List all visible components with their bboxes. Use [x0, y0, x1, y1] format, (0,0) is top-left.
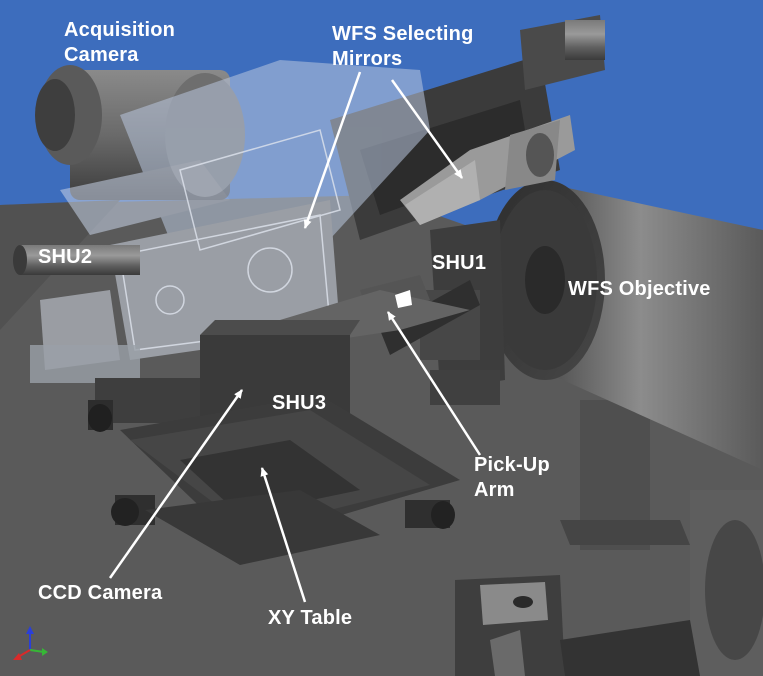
label-shu2: SHU2 [38, 246, 93, 268]
pointer-ccd-camera [108, 389, 244, 579]
pointer-lines [108, 71, 482, 603]
label-pick-up-arm: Pick-Up Arm [474, 453, 550, 503]
mirror-assembly-part [330, 15, 605, 240]
pointer-wfs-mirrors-b [390, 79, 464, 179]
label-wfs-selecting-mirrors: WFS Selecting Mirrors [332, 22, 474, 72]
pointer-pick-up-arm [386, 311, 482, 456]
pointer-wfs-mirrors-a [303, 71, 362, 229]
shu2-part [13, 245, 140, 383]
label-acquisition-camera: Acquisition Camera [64, 18, 175, 68]
wfs-objective-part [485, 180, 763, 550]
xyz-axis-triad-icon [13, 626, 48, 660]
label-pick-up-arm-line1: Pick-Up [474, 454, 550, 476]
label-acquisition-camera-line1: Acquisition [64, 19, 176, 41]
xy-table-part [111, 395, 460, 565]
label-wfs-selecting-mirrors-line2: Mirrors [332, 48, 403, 70]
pointer-xy-table [260, 467, 307, 603]
bottom-bracket-part [455, 575, 700, 676]
label-shu3: SHU3 [272, 392, 327, 414]
label-acquisition-camera-line2: Camera [64, 44, 139, 66]
label-wfs-selecting-mirrors-line1: WFS Selecting [332, 23, 474, 45]
label-pick-up-arm-line2: Arm [474, 479, 515, 501]
rotary-stage-part [690, 490, 763, 676]
label-shu1: SHU1 [432, 252, 487, 274]
label-ccd-camera: CCD Camera [38, 582, 163, 604]
label-xy-table: XY Table [268, 607, 353, 629]
label-wfs-objective: WFS Objective [568, 278, 711, 300]
